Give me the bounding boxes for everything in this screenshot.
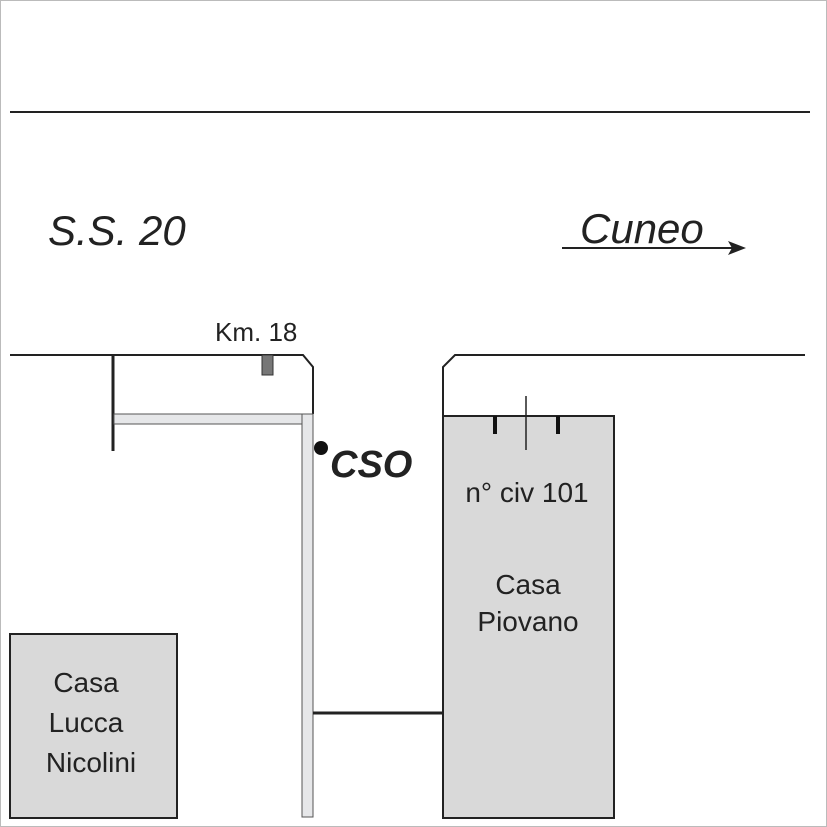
lane-strip-vertical <box>301 413 314 818</box>
house-lucca-nicolini: Casa Lucca Nicolini <box>9 633 178 819</box>
road-name: S.S. 20 <box>48 207 186 254</box>
km-marker <box>261 354 274 376</box>
direction-arrow-icon <box>562 241 746 255</box>
lane-strip-horizontal <box>113 413 304 425</box>
cso-label: CSO <box>330 444 412 486</box>
direction-label: Cuneo <box>580 205 704 252</box>
house-label-line: Nicolini <box>46 747 136 778</box>
house-label-line: Casa <box>495 569 561 600</box>
house-label-line: Casa <box>53 667 119 698</box>
km-label: Km. 18 <box>215 317 297 347</box>
road-edge-south-west <box>10 354 314 414</box>
house-number: n° civ 101 <box>465 477 588 508</box>
house-label-line: Lucca <box>49 707 124 738</box>
cso-point-icon <box>314 441 328 455</box>
house-label-line: Piovano <box>477 606 578 637</box>
house-piovano: n° civ 101 Casa Piovano <box>442 396 615 819</box>
